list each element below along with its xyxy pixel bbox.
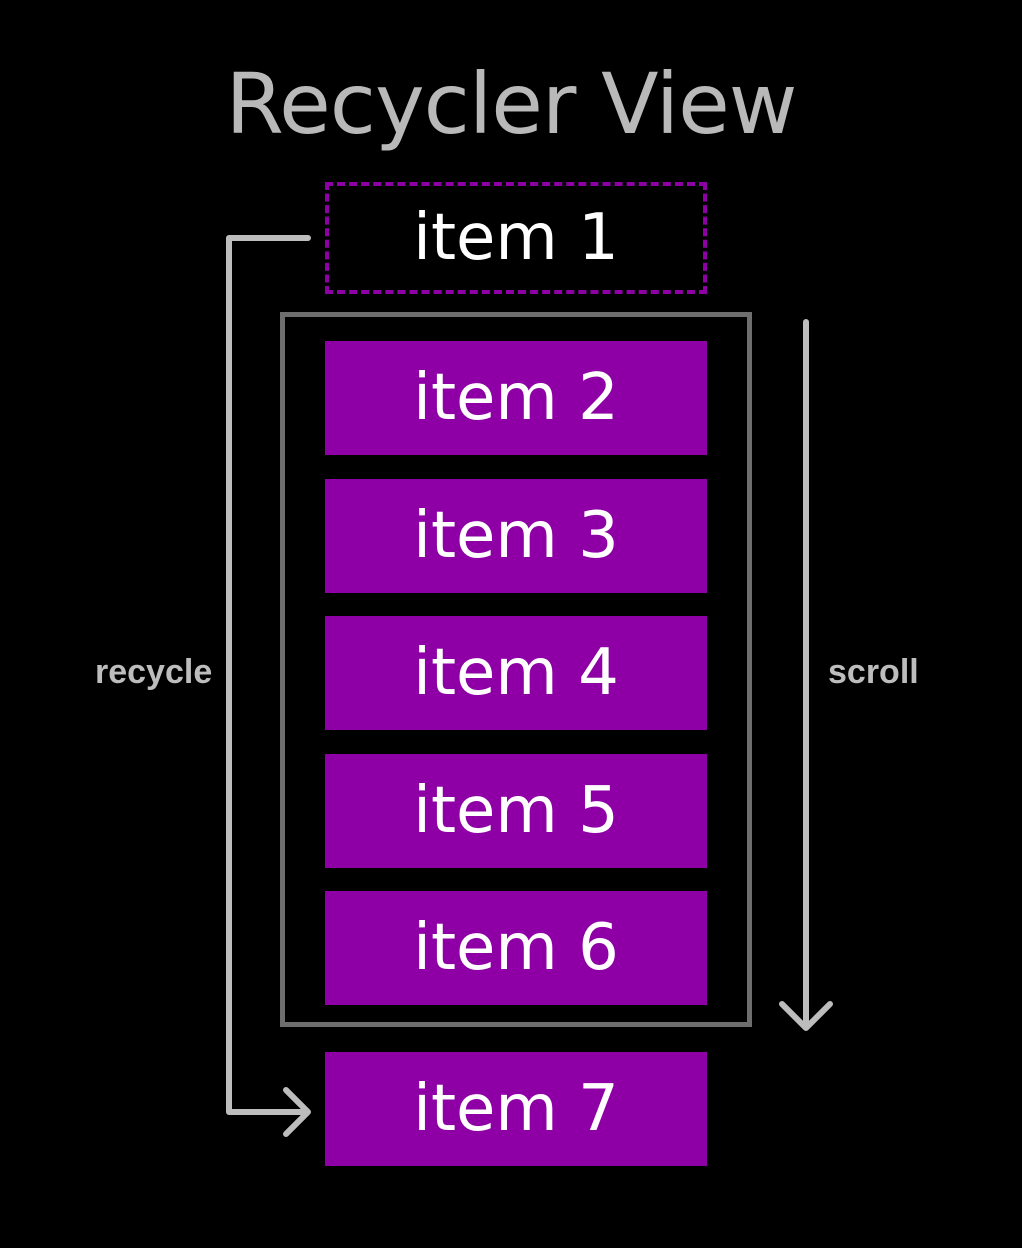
list-item: item 2 <box>325 341 707 455</box>
recycle-arrow-icon <box>226 235 311 1137</box>
list-item-label: item 3 <box>413 499 619 573</box>
scroll-down-arrow-icon <box>779 319 833 1031</box>
list-item-label: item 6 <box>413 911 619 985</box>
scroll-label: scroll <box>828 653 919 691</box>
list-item-recycled-target: item 7 <box>325 1052 707 1166</box>
list-item: item 6 <box>325 891 707 1005</box>
list-item-label: item 2 <box>413 361 619 435</box>
list-item-label: item 1 <box>413 201 619 275</box>
list-item-label: item 5 <box>413 774 619 848</box>
list-item: item 5 <box>325 754 707 868</box>
diagram-title: Recycler View <box>225 55 798 153</box>
list-item-recycled-source: item 1 <box>325 182 707 294</box>
list-item: item 4 <box>325 616 707 730</box>
recycle-label: recycle <box>95 653 213 691</box>
list-item-label: item 7 <box>413 1072 619 1146</box>
list-item: item 3 <box>325 479 707 593</box>
list-item-label: item 4 <box>413 636 619 710</box>
viewport-frame <box>280 312 752 1027</box>
